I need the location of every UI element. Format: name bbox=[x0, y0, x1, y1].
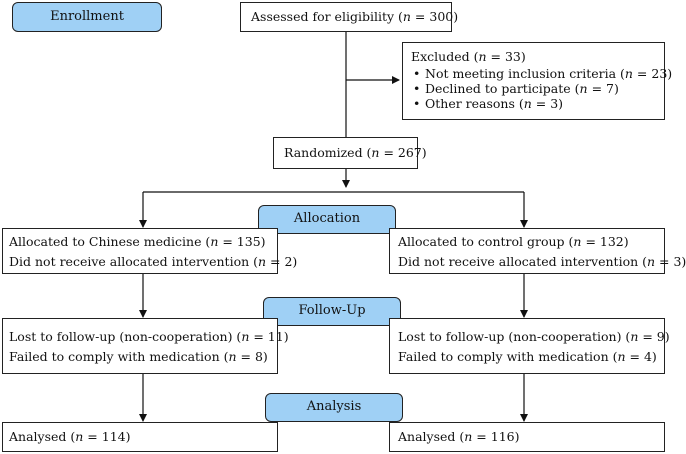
left-allocation-box: Allocated to Chinese medicine (n = 135) … bbox=[2, 228, 298, 274]
left-allocated-text: Allocated to Chinese medicine (n = 135) bbox=[9, 234, 266, 249]
analysis-label: Analysis bbox=[265, 393, 403, 422]
right-follow-up-box: Lost to follow-up (non-cooperation) (n =… bbox=[389, 318, 670, 374]
right-allocated-text: Allocated to control group (n = 132) bbox=[398, 234, 629, 249]
follow-up-label: Follow-Up bbox=[263, 297, 401, 326]
flow-connectors bbox=[139, 32, 528, 422]
left-analysis-box: Analysed (n = 114) bbox=[2, 422, 278, 452]
left-not-received-text: Did not receive allocated intervention (… bbox=[9, 254, 298, 269]
enrollment-label: Enrollment bbox=[12, 2, 162, 32]
excluded-title: Excluded (n = 33) bbox=[411, 49, 526, 64]
right-lost-text: Lost to follow-up (non-cooperation) (n =… bbox=[398, 329, 670, 344]
right-failed-text: Failed to comply with medication (n = 4) bbox=[398, 349, 657, 364]
excluded-box: Excluded (n = 33) Not meeting inclusion … bbox=[402, 42, 672, 120]
excluded-reason: Not meeting inclusion criteria (n = 23) bbox=[411, 66, 672, 81]
right-allocation-box: Allocated to control group (n = 132) Did… bbox=[389, 228, 686, 274]
right-analysis-box: Analysed (n = 116) bbox=[389, 422, 665, 452]
left-failed-text: Failed to comply with medication (n = 8) bbox=[9, 349, 268, 364]
left-follow-up-box: Lost to follow-up (non-cooperation) (n =… bbox=[2, 318, 289, 374]
allocation-label: Allocation bbox=[258, 205, 396, 234]
excluded-reasons-list: Not meeting inclusion criteria (n = 23) … bbox=[411, 66, 672, 111]
randomized-box: Randomized (n = 267) bbox=[273, 137, 427, 169]
excluded-reason: Declined to participate (n = 7) bbox=[411, 81, 656, 96]
left-lost-text: Lost to follow-up (non-cooperation) (n =… bbox=[9, 329, 289, 344]
excluded-reason: Other reasons (n = 3) bbox=[411, 96, 656, 111]
assessed-box: Assessed for eligibility (n = 300) bbox=[240, 2, 458, 32]
right-not-received-text: Did not receive allocated intervention (… bbox=[398, 254, 686, 269]
